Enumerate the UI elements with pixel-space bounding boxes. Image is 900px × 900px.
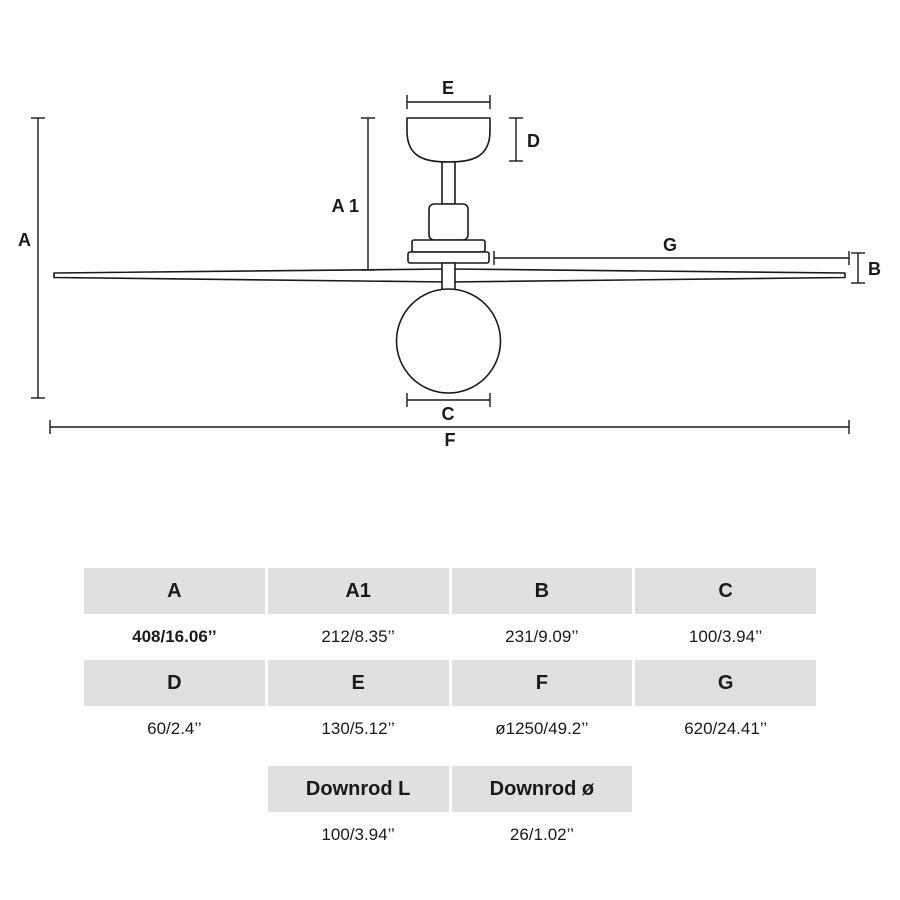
table-header-G: G: [635, 660, 816, 706]
blade-left: [53, 268, 449, 283]
table-header-A1: A1: [267, 568, 449, 614]
dimension-labels: E D A 1 A G B C F: [18, 78, 881, 450]
label-C: C: [442, 404, 455, 424]
motor-collar: [428, 203, 469, 241]
table-value-G: 620/24.41’’: [635, 706, 816, 752]
table-header-E: E: [267, 660, 449, 706]
table-header-F: F: [451, 660, 633, 706]
table-value-A1: 212/8.35’’: [267, 614, 449, 660]
table-value-E: 130/5.12’’: [267, 706, 449, 752]
dimensions-table: A A1 B C 408/16.06’’ 212/8.35’’ 231/9.09…: [84, 568, 816, 858]
motor-housing-upper: [411, 239, 486, 253]
label-A1: A 1: [332, 196, 359, 216]
table-value-downrod-dia: 26/1.02’’: [451, 812, 633, 858]
blade-right: [448, 268, 846, 283]
dim-line-D: [509, 117, 523, 162]
motor-housing-lower: [407, 251, 490, 264]
table-group-spacer: [84, 752, 816, 766]
dim-line-A1: [361, 117, 375, 271]
table-header-downrod-dia: Downrod ø: [451, 766, 633, 812]
dim-line-C: [406, 393, 491, 407]
table-value-C: 100/3.94’’: [635, 614, 816, 660]
dim-line-E: [406, 95, 491, 109]
table-value-F: ø1250/49.2’’: [451, 706, 633, 752]
dim-line-G: [493, 251, 850, 265]
canopy: [406, 117, 491, 163]
label-B: B: [868, 259, 881, 279]
table-header-downrod-l: Downrod L: [267, 766, 449, 812]
label-F: F: [445, 430, 456, 450]
table-value-downrod-l: 100/3.94’’: [267, 812, 449, 858]
table-header-B: B: [451, 568, 633, 614]
label-G: G: [663, 235, 677, 255]
table-value-D: 60/2.4’’: [84, 706, 265, 752]
label-D: D: [527, 131, 540, 151]
table-value-A: 408/16.06’’: [84, 614, 265, 660]
label-E: E: [442, 78, 454, 98]
label-A: A: [18, 230, 31, 250]
dim-line-A: [31, 117, 45, 399]
table-header-C: C: [635, 568, 816, 614]
fan-drawing: [53, 117, 846, 394]
table-header-A: A: [84, 568, 265, 614]
dim-line-F: [49, 420, 850, 434]
table-header-D: D: [84, 660, 265, 706]
table-value-B: 231/9.09’’: [451, 614, 633, 660]
dim-line-B: [851, 252, 865, 284]
downrod: [441, 161, 456, 205]
ceiling-fan-dimension-diagram: E D A 1 A G B C F: [18, 78, 881, 450]
light-globe: [395, 288, 502, 394]
globe-neck: [441, 262, 456, 292]
dimension-lines: [31, 95, 865, 434]
